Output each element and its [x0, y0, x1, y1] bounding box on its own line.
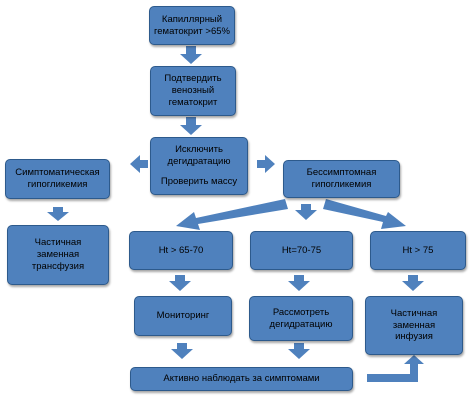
arrow-consider-observe — [288, 343, 310, 359]
ht-65-70-label: Ht > 65-70 — [158, 244, 204, 256]
arrow-confirm-exclude — [180, 117, 202, 135]
symptomatic-line-1: Симптоматическая — [15, 167, 100, 179]
transfusion-line-3: трансфузия — [31, 260, 85, 272]
arrow-asymptomatic-ht75 — [323, 199, 406, 229]
symptomatic-line-2: гипогликемия — [27, 179, 88, 190]
asymptomatic-hypoglycemia-box: Бессимптомная гипогликемия — [283, 160, 400, 198]
monitoring-label: Мониторинг — [156, 310, 210, 322]
observe-symptoms-box: Активно наблюдать за симптомами — [130, 367, 353, 391]
infusion-line-1: Частичная — [390, 307, 438, 319]
confirm-venous-box: Подтвердить венозный гематокрит — [150, 66, 236, 116]
ht-70-75-box: Ht=70-75 — [250, 231, 353, 270]
ht-75-box: Ht > 75 — [370, 231, 466, 270]
confirm-line-2: венозный — [171, 85, 215, 97]
consider-line-1: Рассмотреть — [272, 306, 330, 318]
monitoring-box: Мониторинг — [134, 296, 232, 336]
arrow-observe-infusion — [367, 355, 424, 382]
partial-infusion-box: Частичная заменная инфузия — [365, 296, 463, 355]
infusion-line-3: инфузия — [395, 331, 433, 343]
observe-label: Активно наблюдать за симптомами — [163, 373, 320, 385]
confirm-line-1: Подтвердить — [164, 73, 222, 85]
arrow-monitoring-observe — [171, 343, 193, 359]
capillary-hematocrit-box: Капиллярный гематокрит >65% — [149, 6, 235, 45]
arrow-ht7075-consider — [288, 275, 310, 291]
arrow-capillary-confirm — [180, 46, 202, 64]
exclude-line-3: Проверить массу — [160, 176, 238, 188]
confirm-line-3: гематокрит — [168, 96, 218, 108]
partial-transfusion-box: Частичная заменная трансфузия — [7, 225, 109, 285]
transfusion-line-1: Частичная — [34, 237, 82, 249]
arrow-symptomatic-transfusion — [47, 207, 69, 221]
ht-75-label: Ht > 75 — [402, 244, 434, 256]
asymptomatic-line-2: гипогликемия — [311, 179, 372, 190]
transfusion-line-2: заменная — [36, 249, 80, 261]
arrow-exclude-symptomatic — [130, 155, 148, 173]
infusion-line-2: заменная — [392, 319, 436, 331]
arrow-ht6570-monitoring — [169, 275, 191, 291]
ht-70-75-label: Ht=70-75 — [281, 244, 322, 256]
arrow-ht75-infusion — [402, 275, 424, 291]
capillary-line-2: гематокрит >65% — [154, 25, 230, 37]
arrow-asymptomatic-ht6570 — [176, 199, 288, 230]
exclude-dehydration-box: Исключить дегидратацию Проверить массу — [150, 137, 248, 195]
exclude-line-1: Исключить — [175, 143, 223, 155]
asymptomatic-line-1: Бессимптомная — [306, 167, 377, 179]
symptomatic-hypoglycemia-box: Симптоматическая гипогликемия — [5, 159, 110, 199]
exclude-line-2: дегидратацию — [167, 155, 231, 167]
capillary-line-1: Капиллярный — [161, 13, 223, 25]
ht-65-70-box: Ht > 65-70 — [129, 231, 233, 270]
arrow-exclude-asymptomatic — [257, 155, 275, 173]
consider-dehydration-box: Рассмотреть дегидратацию — [249, 296, 353, 341]
arrow-asymptomatic-ht7075 — [295, 204, 317, 220]
consider-line-2: дегидратацию — [269, 318, 333, 330]
